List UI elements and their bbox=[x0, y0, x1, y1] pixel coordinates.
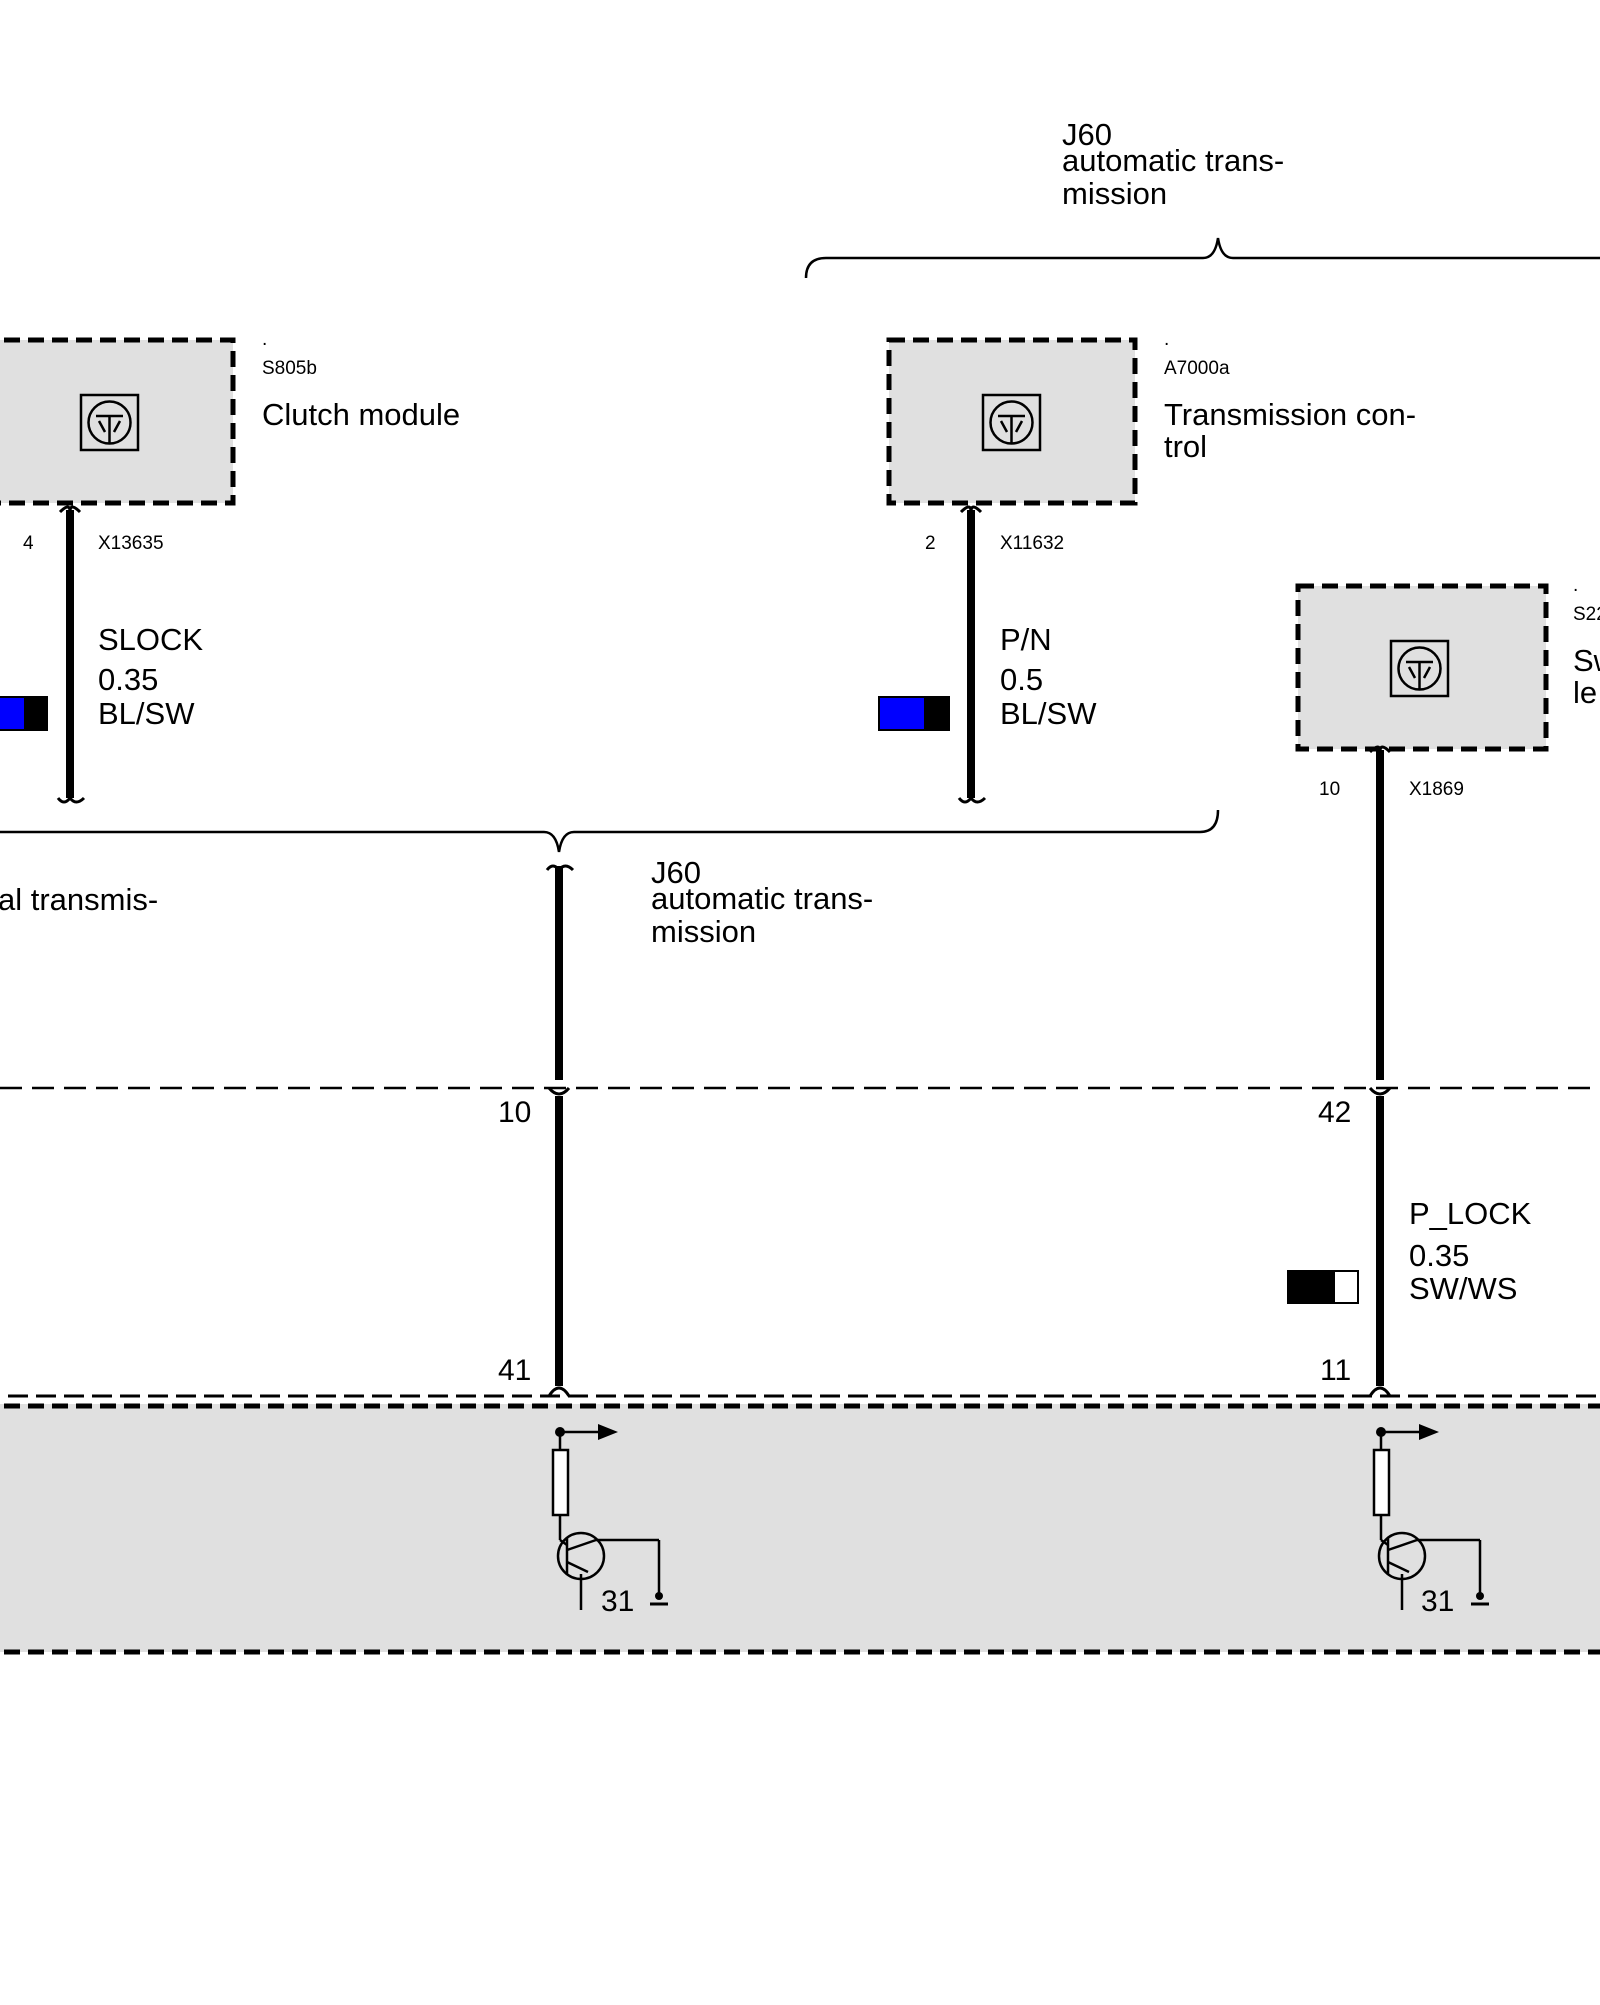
control-unit-bottom bbox=[0, 1394, 1600, 1655]
transmission-connector: X11632 bbox=[1000, 533, 1064, 554]
ground-label-right: 31 bbox=[1421, 1585, 1454, 1618]
mid-group-brace bbox=[0, 809, 1220, 853]
transmission-wire: P/N 0.5 BL/SW bbox=[878, 505, 1097, 804]
right-harness-wire: 42 11 P_LOCK 0.35 SW/WS bbox=[1287, 745, 1532, 1397]
electronic-module-icon bbox=[79, 393, 140, 452]
transmission-gauge: 0.5 bbox=[1000, 662, 1043, 697]
top-group-line-2: automatic trans- bbox=[1062, 143, 1284, 178]
transmission-color: BL/SW bbox=[1000, 696, 1097, 731]
clutch-connector: X13635 bbox=[98, 533, 164, 554]
right-wire-color: SW/WS bbox=[1409, 1271, 1518, 1306]
transmission-code: A7000a bbox=[1164, 358, 1230, 379]
top-group-line-3: mission bbox=[1062, 176, 1167, 211]
right-wire-gauge: 0.35 bbox=[1409, 1238, 1469, 1273]
transmission-name-line-2: trol bbox=[1164, 429, 1207, 464]
right-pin-bottom: 11 bbox=[1320, 1354, 1351, 1387]
transmission-pin: 2 bbox=[925, 533, 936, 554]
clutch-wire: SLOCK 0.35 BL/SW bbox=[0, 505, 203, 804]
clutch-name: Clutch module bbox=[262, 397, 460, 432]
clutch-color-swatch bbox=[0, 696, 48, 731]
transmission-dot: . bbox=[1164, 329, 1169, 350]
right-name-line-1: Sw bbox=[1573, 643, 1600, 678]
right-code: S22 bbox=[1573, 604, 1600, 625]
clutch-pin: 4 bbox=[23, 533, 34, 554]
transmission-signal: P/N bbox=[1000, 622, 1052, 657]
mid-group-line-2: automatic trans- bbox=[651, 881, 873, 916]
output-stage-left: 31 bbox=[551, 1424, 668, 1618]
clutch-module: . S805b Clutch module 4 X13635 bbox=[0, 329, 460, 554]
clutch-code: S805b bbox=[262, 358, 317, 379]
top-group-line-1: J60 bbox=[1062, 117, 1112, 152]
transmission-name-line-1: Transmission con- bbox=[1164, 397, 1416, 432]
right-pin: 10 bbox=[1319, 779, 1340, 800]
electronic-module-icon bbox=[981, 393, 1042, 452]
left-harness-wire: 10 41 bbox=[498, 864, 575, 1397]
ground-label-left: 31 bbox=[601, 1585, 634, 1618]
mid-group-label: J60 automatic trans- mission bbox=[651, 855, 873, 949]
left-group-label: al transmis- bbox=[0, 882, 158, 917]
clutch-dot: . bbox=[262, 329, 267, 350]
mid-group-line-3: mission bbox=[651, 914, 756, 949]
right-dot: . bbox=[1573, 575, 1578, 596]
left-pin-bottom: 41 bbox=[498, 1354, 531, 1387]
clutch-color: BL/SW bbox=[98, 696, 195, 731]
clutch-signal: SLOCK bbox=[98, 622, 203, 657]
mid-group-line-1: J60 bbox=[651, 855, 701, 890]
right-pin-top: 42 bbox=[1318, 1096, 1351, 1129]
output-stage-right: 31 bbox=[1372, 1424, 1489, 1618]
left-pin-top: 10 bbox=[498, 1096, 531, 1129]
top-group-brace bbox=[804, 237, 1600, 279]
right-connector: X1869 bbox=[1409, 779, 1464, 800]
electronic-module-icon bbox=[1389, 639, 1450, 698]
top-group-label: J60 automatic trans- mission bbox=[1062, 117, 1284, 211]
right-switch-module: . S22 Sw le 10 X1869 bbox=[1295, 575, 1600, 800]
right-name-line-2: le bbox=[1573, 675, 1597, 710]
clutch-gauge: 0.35 bbox=[98, 662, 158, 697]
transmission-control-module: . A7000a Transmission con- trol 2 X11632 bbox=[886, 329, 1416, 554]
right-wire-signal: P_LOCK bbox=[1409, 1196, 1532, 1231]
right-wire-color-swatch bbox=[1287, 1270, 1359, 1304]
transmission-color-swatch bbox=[878, 696, 950, 731]
